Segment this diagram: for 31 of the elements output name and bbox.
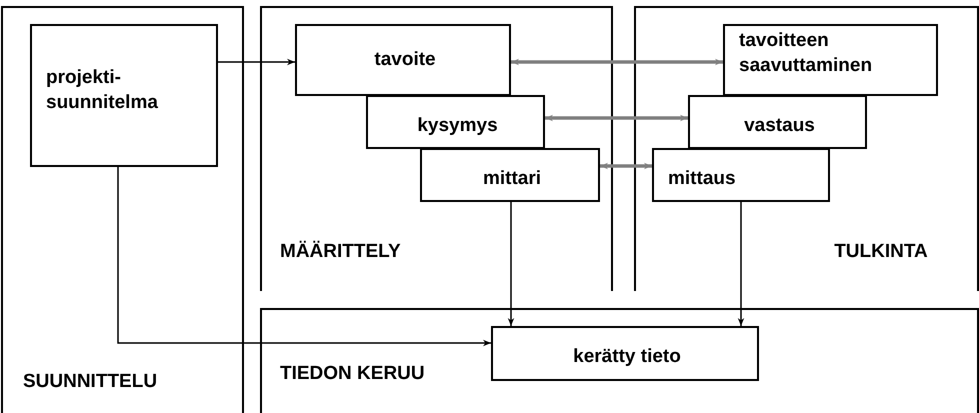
concept-label: kerätty tieto (572, 345, 682, 369)
stage-panel (260, 308, 979, 413)
concept-label: tavoite (373, 48, 437, 72)
concept-box (420, 148, 600, 202)
concept-box (366, 95, 545, 149)
arrow (117, 167, 491, 346)
concept-box (688, 95, 867, 149)
stage-heading: TULKINTA (833, 240, 929, 264)
concept-label: mittaus (668, 167, 737, 191)
stage-panel (260, 6, 613, 291)
concept-label: tavoitteen saavuttaminen (739, 29, 874, 78)
concept-box (295, 24, 511, 96)
arrow (738, 202, 744, 326)
stage-heading: SUUNNITTELU (23, 370, 158, 394)
concept-box (491, 326, 759, 381)
concept-box (30, 24, 218, 167)
stage-heading: TIEDON KERUU (280, 362, 426, 386)
stage-panel (634, 6, 979, 291)
arrow (508, 202, 514, 326)
stage-panel (1, 6, 244, 413)
concept-label: mittari (482, 167, 542, 191)
concept-box (652, 148, 830, 202)
arrow (545, 114, 688, 122)
concept-label: kysymys (416, 114, 499, 138)
arrow (218, 58, 295, 66)
concept-box (723, 24, 938, 96)
concept-label: projekti- suunnitelma (46, 66, 159, 115)
stage-heading: MÄÄRITTELY (280, 240, 402, 264)
concept-label: vastaus (743, 114, 816, 138)
arrow (511, 58, 723, 66)
arrow (600, 162, 652, 170)
